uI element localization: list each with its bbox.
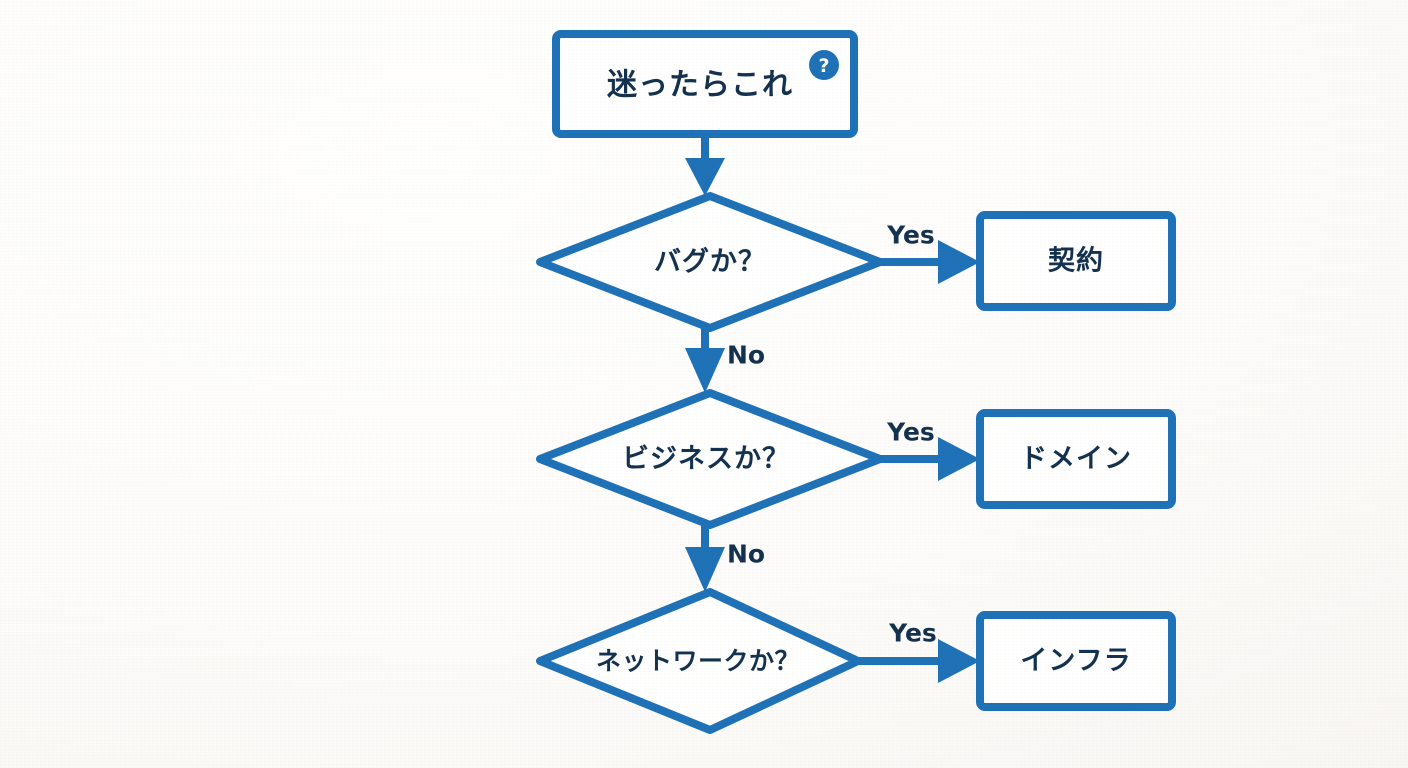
- node-outcome-domain-shape: [976, 409, 1176, 509]
- node-decision-bug[interactable]: バグか？: [536, 192, 884, 332]
- node-outcome-infra-shape: [976, 611, 1176, 711]
- edge-label-business-no: No: [727, 540, 765, 569]
- question-mark-badge-icon[interactable]: ?: [809, 50, 839, 80]
- node-outcome-contract-label: 契約: [1048, 245, 1104, 277]
- node-outcome-contract[interactable]: 契約: [976, 211, 1176, 311]
- arrowhead-right-1: [938, 240, 980, 284]
- edge-bug-yes: Yes: [878, 221, 980, 284]
- node-start[interactable]: 迷ったらこれ ?: [552, 30, 858, 138]
- node-decision-business-label: ビジネスか？: [622, 444, 790, 475]
- arrowhead-down-2: [685, 348, 725, 393]
- node-decision-bug-label: バグか？: [654, 246, 766, 278]
- node-outcome-domain-label: ドメイン: [1020, 444, 1132, 475]
- node-decision-network[interactable]: ネットワークか？: [536, 588, 862, 734]
- edge-network-yes: Yes: [856, 619, 980, 683]
- arrowhead-right-3: [938, 639, 980, 683]
- node-decision-business-shape: [536, 389, 884, 529]
- arrowhead-down-3: [685, 547, 725, 592]
- arrowhead-down-1: [685, 158, 725, 196]
- connector-start-to-bug: [685, 134, 725, 196]
- node-decision-network-shape: [536, 588, 862, 734]
- edge-label-business-yes: Yes: [886, 418, 935, 447]
- node-decision-bug-shape: [536, 192, 884, 332]
- node-decision-business[interactable]: ビジネスか？: [536, 389, 884, 529]
- arrowhead-right-2: [938, 437, 980, 481]
- node-outcome-infra-label: インフラ: [1020, 646, 1131, 677]
- connector-bug-to-business: No: [685, 328, 765, 393]
- question-mark-badge-glyph: ?: [818, 55, 829, 77]
- question-mark-badge-circle: [809, 50, 839, 80]
- edge-business-yes: Yes: [878, 418, 980, 481]
- node-outcome-contract-shape: [976, 211, 1176, 311]
- connector-business-to-network: No: [685, 525, 765, 592]
- node-outcome-domain[interactable]: ドメイン: [976, 409, 1176, 509]
- edge-label-network-yes: Yes: [888, 619, 937, 648]
- node-outcome-infra[interactable]: インフラ: [976, 611, 1176, 711]
- edge-label-bug-no: No: [727, 341, 765, 370]
- node-start-label: 迷ったらこれ: [607, 68, 793, 103]
- edge-label-bug-yes: Yes: [886, 221, 935, 250]
- node-decision-network-label: ネットワークか？: [596, 647, 800, 676]
